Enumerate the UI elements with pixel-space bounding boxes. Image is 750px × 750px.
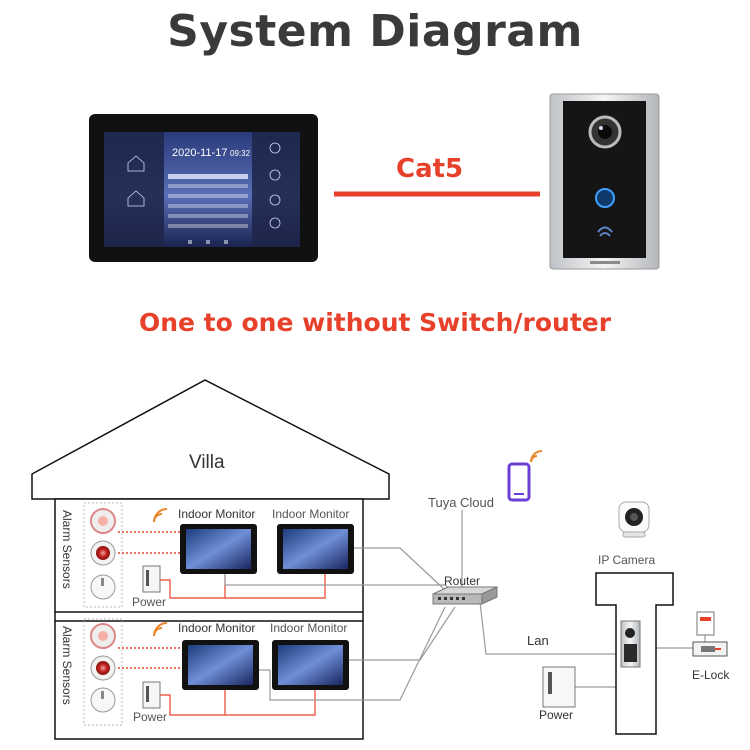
router-label: Router — [444, 574, 481, 588]
door-station-large — [549, 93, 660, 270]
alarm-sensors-label-floor1: Alarm Sensors — [60, 510, 74, 589]
smartphone-icon — [507, 462, 531, 502]
indoor-monitor-f1-a — [180, 524, 257, 574]
power-supply-f2 — [142, 681, 161, 709]
alarm-sensors-floor2 — [90, 623, 116, 713]
router — [432, 586, 498, 605]
power-supply-f1 — [142, 565, 161, 593]
ip-camera — [618, 501, 650, 538]
power-label-outdoor: Power — [539, 708, 574, 722]
indoor-monitor-label-f2-b: Indoor Monitor — [270, 621, 348, 635]
tuya-cloud-label: Tuya Cloud — [428, 495, 494, 510]
power-wires — [160, 574, 326, 716]
lan-label: Lan — [527, 633, 549, 648]
sensor-frames — [83, 502, 123, 726]
villa-label: Villa — [189, 452, 225, 473]
indoor-monitor-label-f2-a: Indoor Monitor — [178, 621, 256, 635]
indoor-monitor-f2-a — [182, 640, 259, 690]
indoor-monitor-label-f1-b: Indoor Monitor — [272, 507, 350, 521]
e-lock — [692, 611, 728, 657]
indoor-monitor-f2-b — [272, 640, 349, 690]
subtitle: One to one without Switch/router — [138, 308, 612, 337]
alarm-sensors-label-floor2: Alarm Sensors — [60, 626, 74, 705]
power-label-f1: Power — [132, 595, 167, 609]
ip-camera-label: IP Camera — [598, 553, 656, 567]
indoor-monitor-f1-b — [277, 524, 354, 574]
power-supply-outdoor — [542, 666, 576, 708]
monitor-date: 2020-11-17 — [172, 147, 227, 159]
sensor-wires — [118, 531, 181, 669]
cat5-label: Cat5 — [396, 154, 464, 184]
indoor-monitor-large: 2020-11-17 09:32 — [89, 114, 318, 262]
power-label-f2: Power — [133, 710, 168, 724]
wifi-icon — [153, 508, 168, 637]
alarm-sensors-floor1 — [90, 508, 116, 600]
indoor-monitor-label-f1-a: Indoor Monitor — [178, 507, 256, 521]
diagram-title: System Diagram — [167, 6, 583, 57]
monitor-time: 09:32 — [230, 149, 251, 158]
e-lock-label: E-Lock — [692, 668, 730, 682]
door-station-small — [620, 620, 641, 668]
phone-wifi-icon — [530, 450, 543, 463]
